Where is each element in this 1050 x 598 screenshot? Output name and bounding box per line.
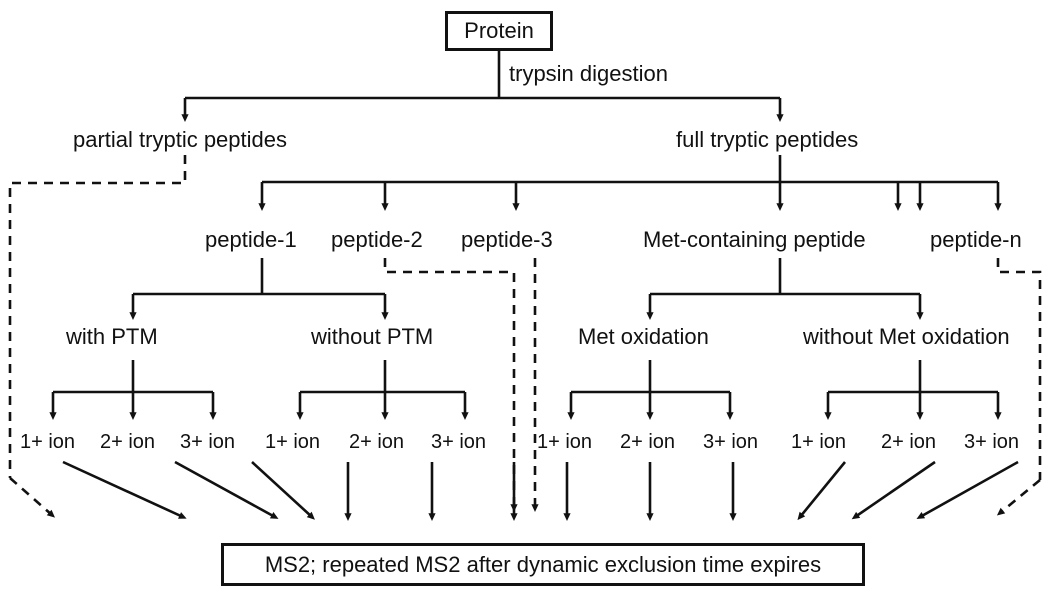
ion-label-withptm-2[interactable]: 2+ ion bbox=[100, 431, 156, 453]
node-partial-tryptic-peptides[interactable]: partial tryptic peptides bbox=[73, 127, 287, 152]
protein-box-label: Protein bbox=[464, 18, 534, 43]
trypsin-digestion-label: trypsin digestion bbox=[509, 61, 668, 86]
node-peptide-n[interactable]: peptide-n bbox=[930, 227, 1022, 252]
edge-dashed-peptide-n-to-ms2 bbox=[996, 478, 1041, 516]
ion-label-nometox-3[interactable]: 3+ ion bbox=[964, 431, 1020, 453]
node-without-ptm[interactable]: without PTM bbox=[311, 324, 434, 349]
node-peptide-1[interactable]: peptide-1 bbox=[205, 227, 297, 252]
ion-label-withptm-3[interactable]: 3+ ion bbox=[180, 431, 236, 453]
edge-ion-to-ms2-12 bbox=[916, 460, 1019, 519]
ion-label-withoutptm-3[interactable]: 3+ ion bbox=[431, 431, 487, 453]
ion-label-metox-1[interactable]: 1+ ion bbox=[537, 431, 593, 453]
ms2-terminal-label: MS2; repeated MS2 after dynamic exclusio… bbox=[264, 551, 822, 577]
ion-label-withoutptm-2[interactable]: 2+ ion bbox=[349, 431, 405, 453]
ms2-terminal-box[interactable]: MS2; repeated MS2 after dynamic exclusio… bbox=[221, 543, 865, 586]
ion-label-metox-3[interactable]: 3+ ion bbox=[703, 431, 759, 453]
edge-ion-to-ms2-1 bbox=[62, 460, 187, 519]
node-with-ptm[interactable]: with PTM bbox=[66, 324, 158, 349]
node-full-tryptic-peptides[interactable]: full tryptic peptides bbox=[676, 127, 859, 152]
edge-ion-to-ms2-10 bbox=[797, 461, 847, 521]
protein-box[interactable]: Protein bbox=[445, 11, 553, 51]
node-peptide-2[interactable]: peptide-2 bbox=[331, 227, 423, 252]
node-met-oxidation[interactable]: Met oxidation bbox=[578, 324, 709, 349]
ion-label-metox-2[interactable]: 2+ ion bbox=[620, 431, 676, 453]
ion-label-nometox-2[interactable]: 2+ ion bbox=[881, 431, 937, 453]
ion-label-withoutptm-1[interactable]: 1+ ion bbox=[265, 431, 321, 453]
edge-ion-to-ms2-3 bbox=[251, 461, 315, 520]
edge-dashed-partial-to-ms2 bbox=[9, 477, 56, 518]
ion-label-nometox-1[interactable]: 1+ ion bbox=[791, 431, 847, 453]
node-without-met-oxidation[interactable]: without Met oxidation bbox=[803, 324, 1010, 349]
edge-dashed-peptide-2-to-ms2 bbox=[383, 258, 518, 513]
edge-dashed-partial-rail bbox=[8, 155, 187, 478]
ion-label-withptm-1[interactable]: 1+ ion bbox=[20, 431, 76, 453]
node-met-containing-peptide[interactable]: Met-containing peptide bbox=[643, 227, 866, 252]
edge-ion-to-ms2-2 bbox=[174, 460, 279, 519]
edge-dashed-peptide-n-rail bbox=[996, 258, 1042, 480]
node-peptide-3[interactable]: peptide-3 bbox=[461, 227, 553, 252]
edge-ion-to-ms2-11 bbox=[851, 460, 936, 520]
